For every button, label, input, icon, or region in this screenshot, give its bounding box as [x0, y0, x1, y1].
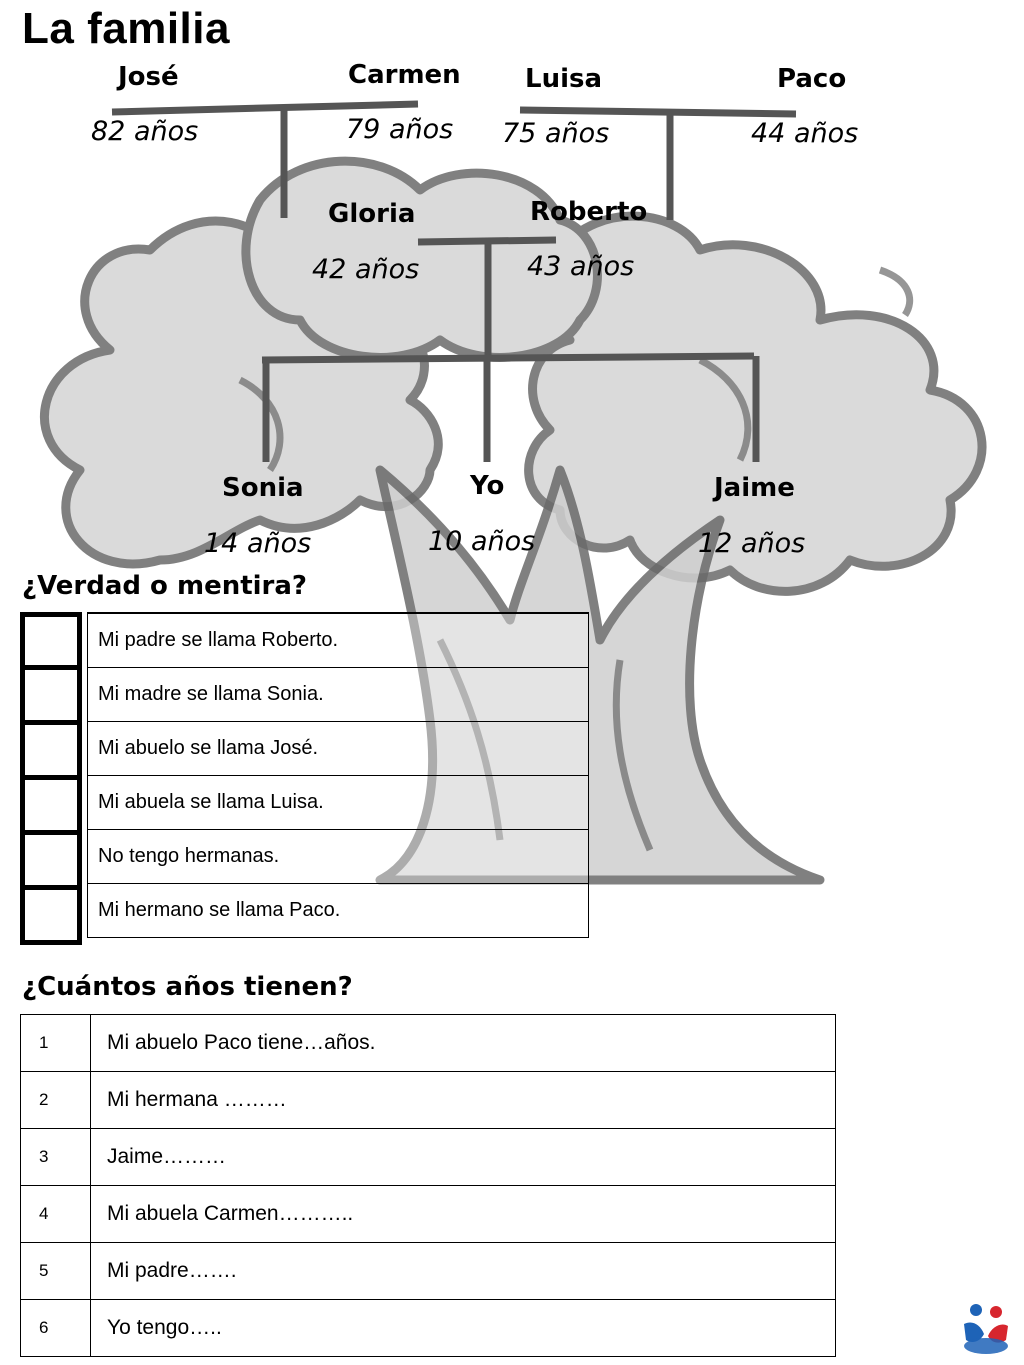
connector-jose-carmen [111, 100, 419, 116]
table-row: 5 Mi padre……. [20, 1242, 836, 1300]
statement-cell: Mi abuelo se llama José. [87, 721, 589, 776]
table-row: No tengo hermanas. [87, 829, 589, 884]
person-age-carmen: 79 años [346, 114, 454, 145]
table-row: 2 Mi hermana ……… [20, 1071, 836, 1129]
answer-checkbox[interactable] [20, 780, 82, 835]
person-name-sonia: Sonia [222, 473, 304, 503]
connector-luisa-paco [519, 106, 797, 118]
row-number: 1 [20, 1014, 91, 1072]
row-number: 4 [20, 1185, 91, 1243]
table-row: Mi padre se llama Roberto. [87, 612, 589, 668]
answer-checkbox[interactable] [20, 890, 82, 945]
true-false-heading: ¿Verdad o mentira? [22, 571, 307, 601]
person-name-carmen: Carmen [348, 60, 461, 90]
person-age-jaime: 12 años [698, 528, 806, 559]
person-age-yo: 10 años [428, 526, 536, 557]
question-cell[interactable]: Jaime……… [90, 1128, 836, 1186]
person-age-gloria: 42 años [312, 254, 420, 285]
answer-checkbox[interactable] [20, 612, 82, 670]
person-name-yo: Yo [470, 471, 505, 501]
answer-checkbox[interactable] [20, 670, 82, 725]
person-age-sonia: 14 años [204, 528, 312, 559]
table-row: Mi abuelo se llama José. [87, 721, 589, 776]
question-cell[interactable]: Mi padre……. [90, 1242, 836, 1300]
question-cell[interactable]: Yo tengo….. [90, 1299, 836, 1357]
person-name-paco: Paco [777, 64, 847, 94]
statement-cell: No tengo hermanas. [87, 829, 589, 884]
question-cell[interactable]: Mi hermana ……… [90, 1071, 836, 1129]
question-cell[interactable]: Mi abuela Carmen……….. [90, 1185, 836, 1243]
table-row: 3 Jaime……… [20, 1128, 836, 1186]
allconnect-logo-icon [964, 1304, 1008, 1354]
row-number: 2 [20, 1071, 91, 1129]
answer-checkbox[interactable] [20, 835, 82, 890]
table-row: Mi madre se llama Sonia. [87, 667, 589, 722]
ages-table: 1 Mi abuelo Paco tiene…años. 2 Mi herman… [20, 1014, 836, 1357]
person-age-luisa: 75 años [502, 118, 610, 149]
person-name-gloria: Gloria [328, 199, 416, 229]
ages-heading: ¿Cuántos años tienen? [22, 972, 353, 1002]
answer-checkbox[interactable] [20, 725, 82, 780]
row-number: 5 [20, 1242, 91, 1300]
person-age-roberto: 43 años [527, 251, 635, 282]
connector-gloria-roberto [417, 236, 557, 246]
question-cell[interactable]: Mi abuelo Paco tiene…años. [90, 1014, 836, 1072]
table-row: 1 Mi abuelo Paco tiene…años. [20, 1014, 836, 1072]
row-number: 6 [20, 1299, 91, 1357]
table-row: 4 Mi abuela Carmen……….. [20, 1185, 836, 1243]
true-false-table: Mi padre se llama Roberto. Mi madre se l… [87, 612, 589, 938]
statement-cell: Mi padre se llama Roberto. [87, 612, 589, 668]
table-row: Mi hermano se llama Paco. [87, 883, 589, 938]
person-name-jaime: Jaime [714, 473, 795, 503]
person-age-jose: 82 años [91, 116, 199, 147]
table-row: 6 Yo tengo….. [20, 1299, 836, 1357]
table-row: Mi abuela se llama Luisa. [87, 775, 589, 830]
statement-cell: Mi madre se llama Sonia. [87, 667, 589, 722]
page-title: La familia [22, 4, 230, 53]
statement-cell: Mi abuela se llama Luisa. [87, 775, 589, 830]
person-name-jose: José [118, 62, 179, 92]
person-age-paco: 44 años [751, 118, 859, 149]
answer-checkbox-column [20, 612, 82, 945]
statement-cell: Mi hermano se llama Paco. [87, 883, 589, 938]
person-name-roberto: Roberto [530, 197, 648, 227]
person-name-luisa: Luisa [525, 64, 603, 94]
connector-children-bar [261, 352, 755, 364]
row-number: 3 [20, 1128, 91, 1186]
